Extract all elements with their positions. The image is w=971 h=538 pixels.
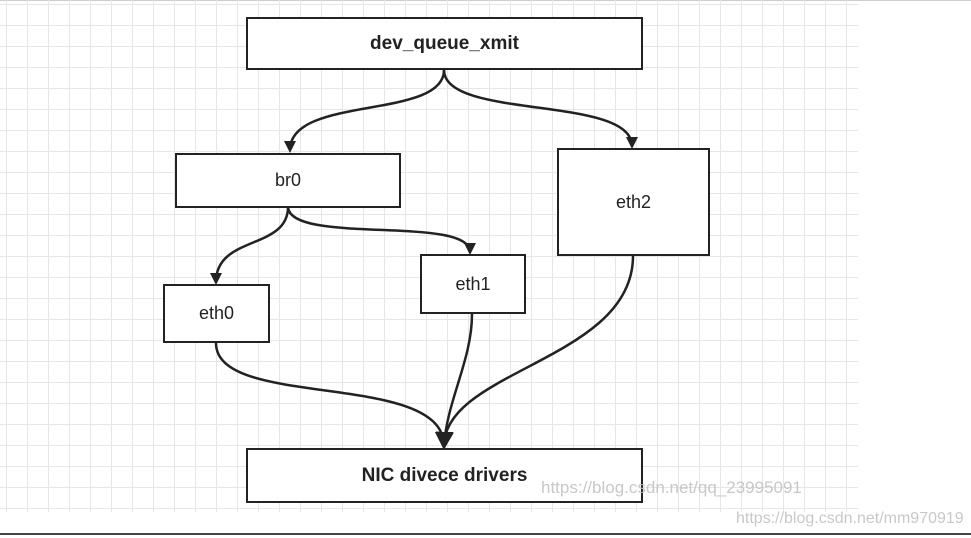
node-eth0-label: eth0 bbox=[198, 303, 235, 323]
edge-dev-to-eth2 bbox=[442, 69, 638, 149]
node-eth2-label: eth2 bbox=[615, 191, 652, 212]
node-br0-label: br0 bbox=[274, 170, 301, 190]
node-nic-drivers-label: NIC divece drivers bbox=[361, 464, 528, 486]
watermark-inner: https://blog.csdn.net/qq_23995091 bbox=[541, 478, 802, 497]
node-nic-drivers: NIC divece drivers bbox=[246, 448, 643, 503]
node-br0: br0 bbox=[175, 153, 401, 208]
node-dev-queue-xmit: dev_queue_xmit bbox=[246, 17, 643, 70]
node-eth1-label: eth1 bbox=[455, 273, 491, 294]
node-dev-queue-xmit-label: dev_queue_xmit bbox=[370, 32, 519, 54]
edge-br0-to-eth0 bbox=[210, 206, 290, 285]
edge-br0-to-eth1 bbox=[286, 206, 476, 255]
edge-eth0-to-nic bbox=[214, 342, 453, 450]
watermark-corner: https://blog.csdn.net/mm970919 bbox=[736, 510, 964, 527]
edge-dev-to-br0 bbox=[284, 69, 446, 153]
node-eth2: eth2 bbox=[557, 148, 710, 256]
node-eth0: eth0 bbox=[163, 284, 270, 343]
edge-eth2-to-nic bbox=[435, 255, 635, 450]
bottom-border bbox=[0, 533, 971, 535]
node-eth1: eth1 bbox=[420, 254, 526, 314]
